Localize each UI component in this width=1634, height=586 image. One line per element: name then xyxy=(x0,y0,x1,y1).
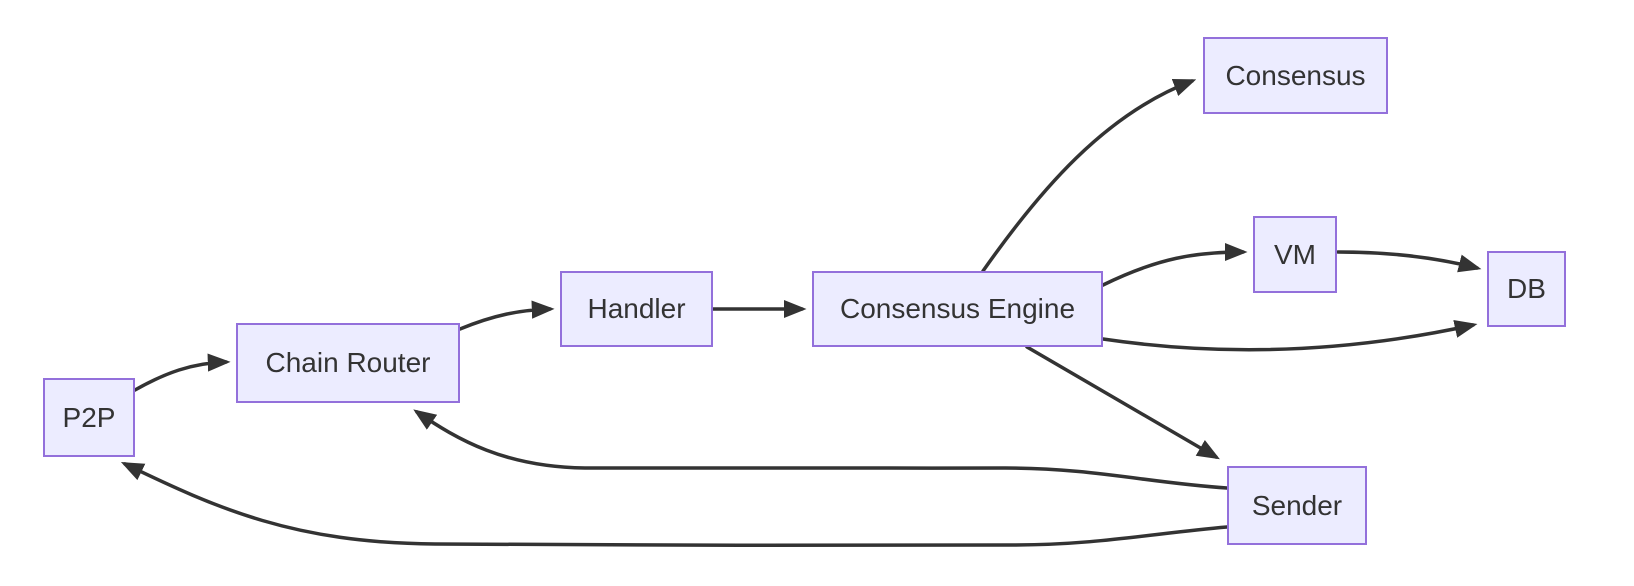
node-p2p: P2P xyxy=(43,378,135,457)
edge-p2p-to-chain-router xyxy=(133,353,231,392)
edge-consensus-engine-to-db xyxy=(1101,320,1478,352)
edge-vm-to-db xyxy=(1336,250,1482,273)
node-consensus: Consensus xyxy=(1203,37,1388,114)
node-consensus-label: Consensus xyxy=(1225,59,1366,91)
edge-sender-to-p2p xyxy=(120,462,1229,548)
node-handler: Handler xyxy=(560,271,713,347)
edge-consensus-engine-to-consensus xyxy=(981,78,1197,273)
node-consensus-engine: Consensus Engine xyxy=(812,271,1103,347)
node-chain-router: Chain Router xyxy=(236,323,460,403)
node-db-label: DB xyxy=(1507,273,1546,304)
node-p2p-label: P2P xyxy=(62,401,116,433)
node-chain-router-label: Chain Router xyxy=(265,347,431,378)
node-vm: VM xyxy=(1253,216,1337,293)
edge-consensus-engine-to-vm xyxy=(1101,242,1248,287)
node-db: DB xyxy=(1487,251,1566,327)
edge-consensus-engine-to-sender xyxy=(1025,345,1220,460)
node-consensus-engine-label: Consensus Engine xyxy=(839,293,1076,324)
node-sender-label: Sender xyxy=(1251,489,1343,521)
node-vm-label: VM xyxy=(1274,238,1316,270)
node-handler-label: Handler xyxy=(587,293,686,324)
edge-chain-router-to-handler xyxy=(458,300,555,331)
node-sender: Sender xyxy=(1227,466,1367,545)
edge-sender-to-chain-router xyxy=(413,409,1229,490)
